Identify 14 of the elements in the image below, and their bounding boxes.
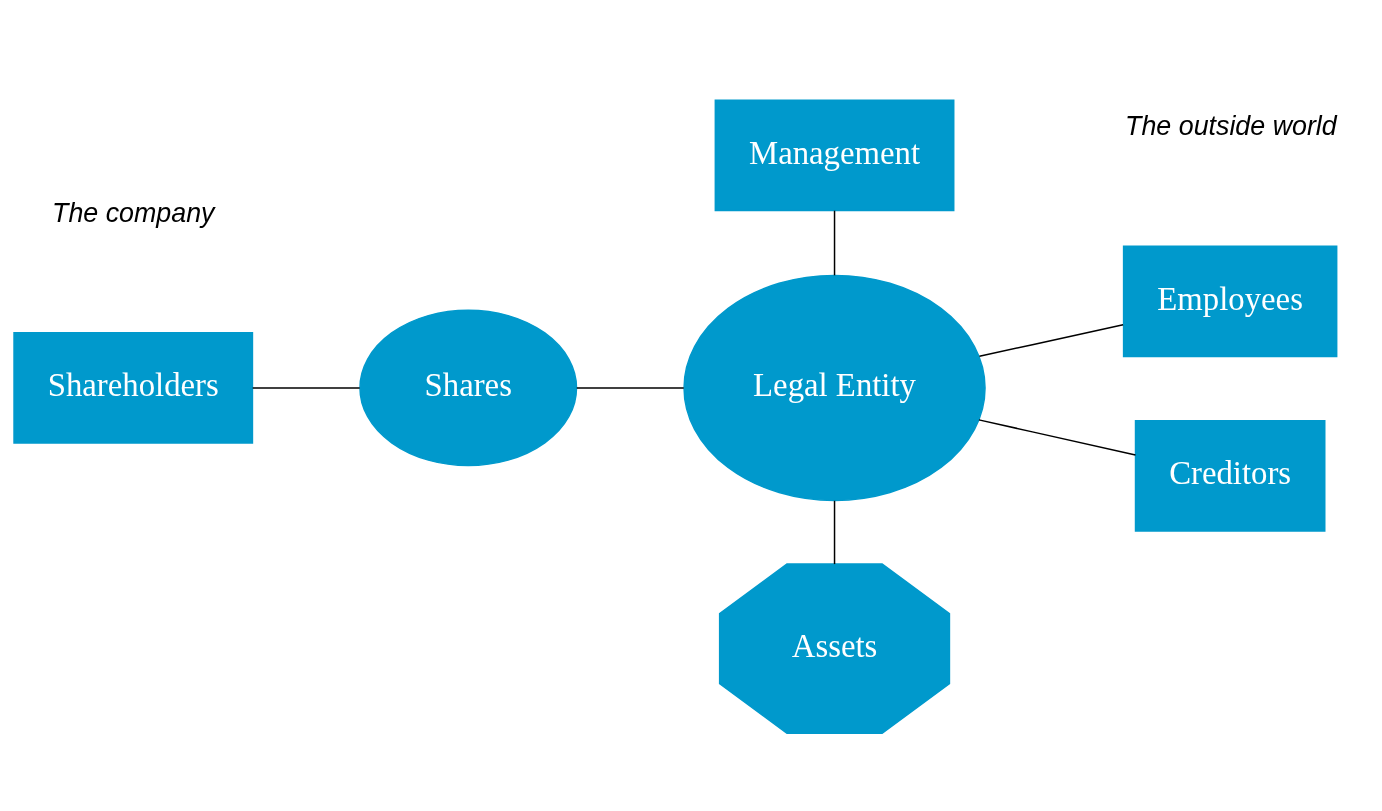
connector [978, 419, 1137, 456]
node-box: Management [714, 99, 955, 212]
node-ellipse: Legal Entity [683, 274, 986, 502]
connector [251, 387, 361, 389]
node-box: Shareholders [13, 332, 254, 444]
label: The company [52, 197, 215, 228]
connector [833, 209, 836, 277]
connector [576, 387, 685, 389]
node-box: Employees [1122, 245, 1338, 358]
node-ellipse: Shares [359, 309, 578, 467]
label: The outside world [1125, 111, 1337, 142]
node-box: Creditors [1134, 419, 1326, 532]
connector [833, 500, 836, 565]
connector [978, 323, 1124, 358]
